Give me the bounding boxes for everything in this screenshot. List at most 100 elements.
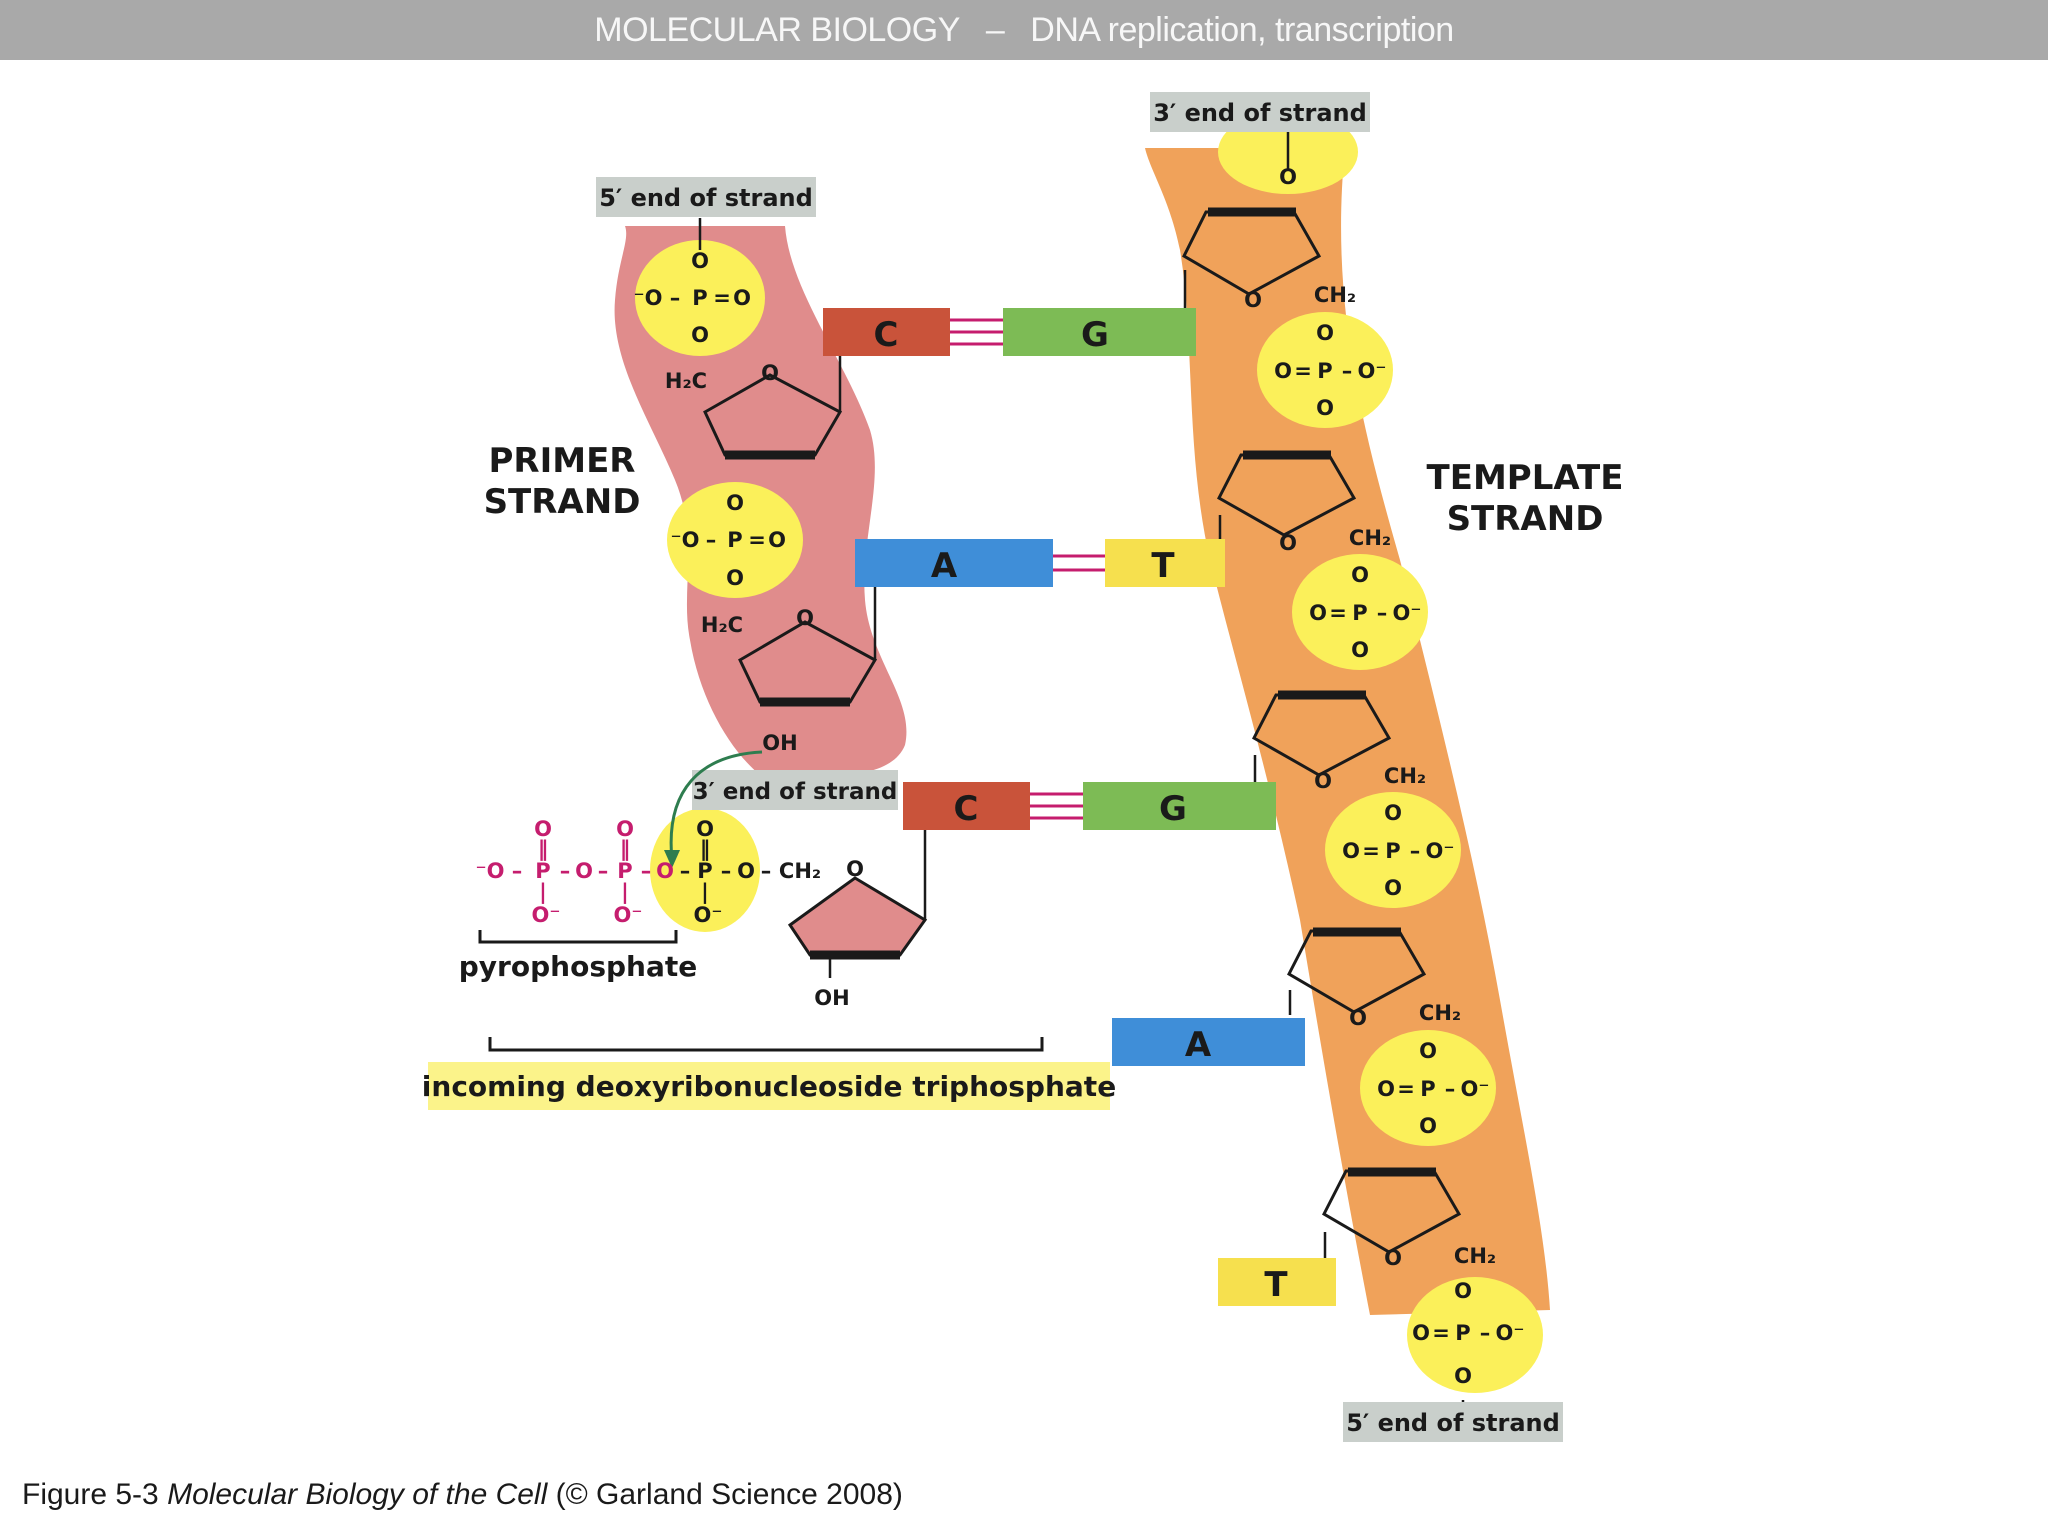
svg-text:O⁻: O⁻ [1496, 1321, 1525, 1345]
svg-text:O: O [1384, 1246, 1402, 1270]
sugar-bold-edges [725, 207, 1436, 1177]
svg-text:P: P [1352, 601, 1367, 625]
svg-text:O: O [1377, 1077, 1395, 1101]
figure-caption: Figure 5-3 Molecular Biology of the Cell… [22, 1478, 903, 1512]
svg-text:–: – [721, 859, 732, 883]
pyrophosphate-label: pyrophosphate [459, 950, 697, 983]
svg-text:‖: ‖ [620, 837, 631, 862]
svg-text:O: O [1342, 839, 1360, 863]
svg-text:O: O [616, 817, 634, 841]
svg-text:O⁻: O⁻ [532, 903, 561, 927]
svg-text:|: | [621, 880, 629, 905]
svg-text:–: – [1445, 1077, 1456, 1101]
svg-text:O: O [1454, 1364, 1472, 1388]
incoming-bracket [488, 1037, 1044, 1052]
svg-text:P: P [535, 859, 550, 883]
svg-text:–: – [641, 859, 652, 883]
template-5-end-label: 5′ end of strand [1346, 1409, 1560, 1437]
base-T-1-label: T [1151, 546, 1175, 586]
svg-text:P: P [1420, 1077, 1435, 1101]
svg-text:O: O [1314, 769, 1332, 793]
svg-text:⁻O: ⁻O [476, 859, 505, 883]
svg-text:–: – [1342, 359, 1353, 383]
template-phosphate-4: CH₂ O O = P – O⁻ O O [1349, 1001, 1489, 1138]
base-G-1 [1003, 308, 1196, 356]
svg-text:O: O [1274, 359, 1292, 383]
svg-text:O: O [1384, 801, 1402, 825]
svg-text:–: – [1410, 839, 1421, 863]
primer-phosphate-2: O ⁻O – P = O O H₂C O OH [671, 491, 814, 755]
svg-text:–: – [1480, 1321, 1491, 1345]
template-5-end-box: 5′ end of strand [1343, 1402, 1563, 1442]
svg-text:O: O [768, 528, 786, 552]
incoming-sugar [790, 878, 925, 955]
template-phosphate-1: CH₂ O O = P – O⁻ O O [1244, 283, 1386, 420]
attack-arrow [669, 750, 763, 861]
primer-3-end-box: 3′ end of strand [692, 770, 898, 810]
base-G-2 [1083, 782, 1276, 830]
svg-text:H₂C: H₂C [701, 613, 743, 637]
svg-text:‖: ‖ [538, 837, 549, 862]
svg-text:O⁻: O⁻ [694, 903, 723, 927]
svg-text:|: | [701, 880, 709, 905]
caption-book-title: Molecular Biology of the Cell [167, 1478, 548, 1511]
svg-text:O: O [1351, 563, 1369, 587]
svg-text:O: O [534, 817, 552, 841]
svg-text:–: – [670, 286, 681, 310]
incoming-3-oh: OH [814, 986, 849, 1010]
template-label-line1: TEMPLATE [1427, 458, 1624, 498]
svg-text:O: O [1244, 288, 1262, 312]
svg-text:H₂C: H₂C [665, 369, 707, 393]
svg-text:P: P [617, 859, 632, 883]
template-3-end-label: 3′ end of strand [1153, 99, 1367, 127]
svg-text:O: O [726, 566, 744, 590]
svg-text:O⁻: O⁻ [1393, 601, 1422, 625]
svg-text:O⁻: O⁻ [1461, 1077, 1490, 1101]
svg-text:O: O [1412, 1321, 1430, 1345]
base-A-1 [855, 539, 1053, 587]
svg-text:P: P [727, 528, 742, 552]
svg-text:–: – [1377, 601, 1388, 625]
svg-text:P: P [1455, 1321, 1470, 1345]
svg-text:–: – [706, 528, 717, 552]
svg-text:CH₂: CH₂ [1419, 1001, 1461, 1025]
pyrophosphate-bracket [478, 930, 678, 944]
svg-text:O: O [1279, 165, 1297, 189]
svg-text:O: O [796, 606, 814, 630]
template-phosphate-top: O [1279, 165, 1297, 189]
svg-text:O: O [656, 859, 674, 883]
svg-text:O⁻: O⁻ [1358, 359, 1387, 383]
svg-text:–: – [512, 859, 523, 883]
svg-text:O⁻: O⁻ [1426, 839, 1455, 863]
base-C-2-label: C [954, 789, 979, 829]
svg-text:=: = [748, 528, 766, 552]
alpha-phosphate-chemistry: O ‖ – P – O – CH₂ O | O⁻ OH [680, 817, 864, 1010]
incoming-label: incoming deoxyribonucleoside triphosphat… [422, 1070, 1116, 1103]
base-C-1 [823, 308, 950, 356]
svg-text:O: O [1454, 1279, 1472, 1303]
svg-text:O: O [726, 491, 744, 515]
svg-text:|: | [539, 880, 547, 905]
base-pair-3: C G [903, 782, 1276, 830]
primer-5-end-label: 5′ end of strand [599, 184, 813, 212]
svg-text:⁻O: ⁻O [671, 528, 700, 552]
pyrophosphate-chemistry: O ‖ ⁻O – P – O – O ‖ P – O | O⁻ | O⁻ [476, 817, 674, 927]
primer-5-end-box: 5′ end of strand [596, 177, 816, 217]
svg-text:P: P [1317, 359, 1332, 383]
base-A-1-label: A [931, 546, 958, 586]
base-G-2-label: G [1159, 789, 1187, 829]
svg-text:O: O [696, 817, 714, 841]
svg-text:O: O [1419, 1114, 1437, 1138]
primer-3-oh: OH [762, 731, 797, 755]
svg-text:P: P [1385, 839, 1400, 863]
svg-text:CH₂: CH₂ [1384, 764, 1426, 788]
svg-text:=: = [1362, 839, 1380, 863]
primer-label-line2: STRAND [484, 482, 641, 522]
primer-phosphate-1: O ⁻O – P = O O H₂C O [634, 249, 779, 393]
base-G-1-label: G [1081, 315, 1109, 355]
svg-text:O: O [1309, 601, 1327, 625]
svg-text:O: O [846, 857, 864, 881]
svg-text:⁻O: ⁻O [634, 286, 663, 310]
svg-text:O: O [1351, 638, 1369, 662]
svg-text:O: O [691, 249, 709, 273]
